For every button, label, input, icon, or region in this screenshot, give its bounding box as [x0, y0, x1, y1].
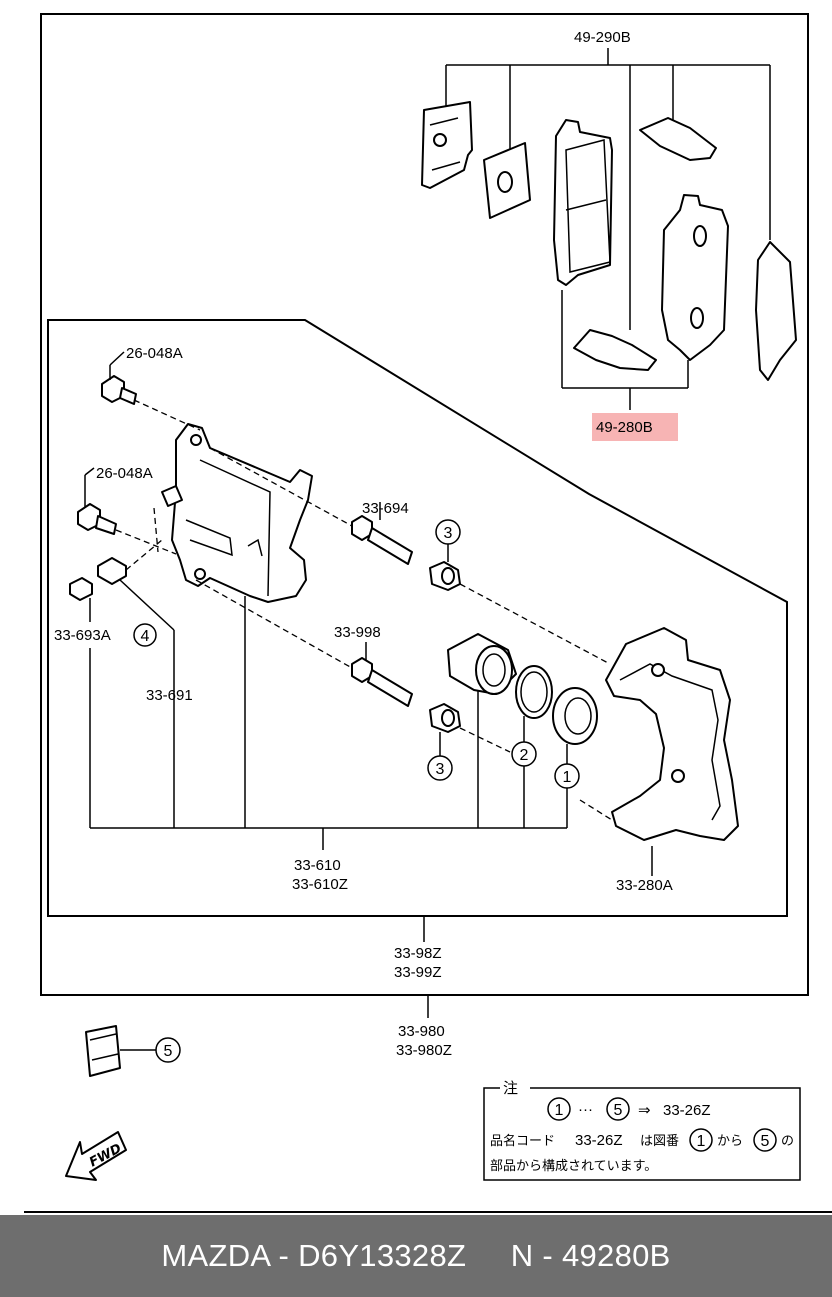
note-line2-d: の	[781, 1134, 794, 1149]
inner-frame	[47, 319, 788, 917]
highlight-box	[592, 413, 678, 441]
bolt-icon	[101, 375, 137, 405]
note-line2-from: 1	[697, 1133, 706, 1150]
note-line2-b: は図番	[640, 1134, 679, 1149]
note-box: 注 1 ··· 5 ⇒ 33-26Z 品名コード 33-26Z は図番 1 から…	[483, 1076, 801, 1181]
outer-frame	[40, 13, 809, 996]
pin-boot-icon	[429, 703, 461, 733]
label-26-048A-upper: 26-048A	[126, 345, 183, 362]
label-33-980Z: 33-980Z	[396, 1042, 452, 1059]
label-33-99Z: 33-99Z	[394, 964, 442, 981]
label-33-998: 33-998	[334, 624, 381, 641]
label-33-98Z: 33-98Z	[394, 945, 442, 962]
pin-boot-icon	[429, 561, 461, 591]
label-33-694: 33-694	[362, 500, 409, 517]
label-33-980: 33-980	[398, 1023, 445, 1040]
bolt-icon	[77, 503, 117, 535]
fwd-arrow-icon: FWD	[65, 1131, 127, 1181]
guide-pin-icon	[351, 515, 413, 565]
note-line3: 部品から構成されています。	[490, 1159, 657, 1174]
note-to: 5	[614, 1102, 623, 1119]
brake-pad-icon	[661, 194, 729, 361]
circled-ref-4-text: 4	[141, 628, 150, 645]
pad-clip-icon	[639, 117, 717, 161]
grease-packet-icon	[85, 1025, 121, 1077]
note-line2-code: 33-26Z	[575, 1132, 623, 1149]
note-line2-to: 5	[761, 1133, 770, 1150]
circled-ref-5-text: 5	[164, 1043, 173, 1060]
piston-seal-icon	[515, 665, 553, 719]
circled-ref-5	[155, 1037, 181, 1063]
circled-ref-3a-text: 3	[444, 525, 453, 542]
circled-ref-1-text: 1	[563, 769, 572, 786]
pad-kit-group: 49-290B 49-280B	[421, 29, 797, 441]
label-26-048A-lower: 26-048A	[96, 465, 153, 482]
note-dots: ···	[578, 1101, 593, 1118]
circled-ref-4	[133, 623, 157, 647]
note-line2-c: から	[717, 1134, 743, 1149]
shim-icon	[755, 241, 797, 381]
circled-ref-3b-text: 3	[436, 761, 445, 778]
note-arrow: ⇒	[638, 1102, 651, 1119]
circled-ref-2-text: 2	[520, 747, 529, 764]
brake-pad-icon	[553, 119, 613, 286]
guide-pin-icon	[351, 657, 413, 707]
pad-clip-icon	[573, 329, 657, 371]
bleeder-screw-icon	[69, 557, 127, 601]
footer-bar: MAZDA - D6Y13328Z N - 49280B	[0, 1215, 832, 1297]
label-49-280B: 49-280B	[596, 419, 653, 436]
shim-icon	[421, 101, 473, 189]
caliper-body-icon	[161, 423, 313, 603]
label-33-280A: 33-280A	[616, 877, 673, 894]
footer-part-number: MAZDA - D6Y13328Z N - 49280B	[161, 1238, 671, 1273]
parts-diagram: 49-290B 49-280B 26-048A 26-048A 33-693A …	[24, 13, 832, 1213]
label-33-610: 33-610	[294, 857, 341, 874]
note-title: 注	[503, 1080, 518, 1097]
label-33-691: 33-691	[146, 687, 193, 704]
mount-bracket-icon	[605, 627, 739, 841]
dust-boot-icon	[552, 687, 598, 745]
label-33-693A: 33-693A	[54, 627, 111, 644]
label-33-610Z: 33-610Z	[292, 876, 348, 893]
note-from: 1	[555, 1102, 564, 1119]
label-49-290B: 49-290B	[574, 29, 631, 46]
note-kit: 33-26Z	[663, 1102, 711, 1119]
piston-icon	[447, 633, 517, 695]
shim-icon	[483, 142, 531, 219]
note-line2-a: 品名コード	[490, 1133, 555, 1149]
